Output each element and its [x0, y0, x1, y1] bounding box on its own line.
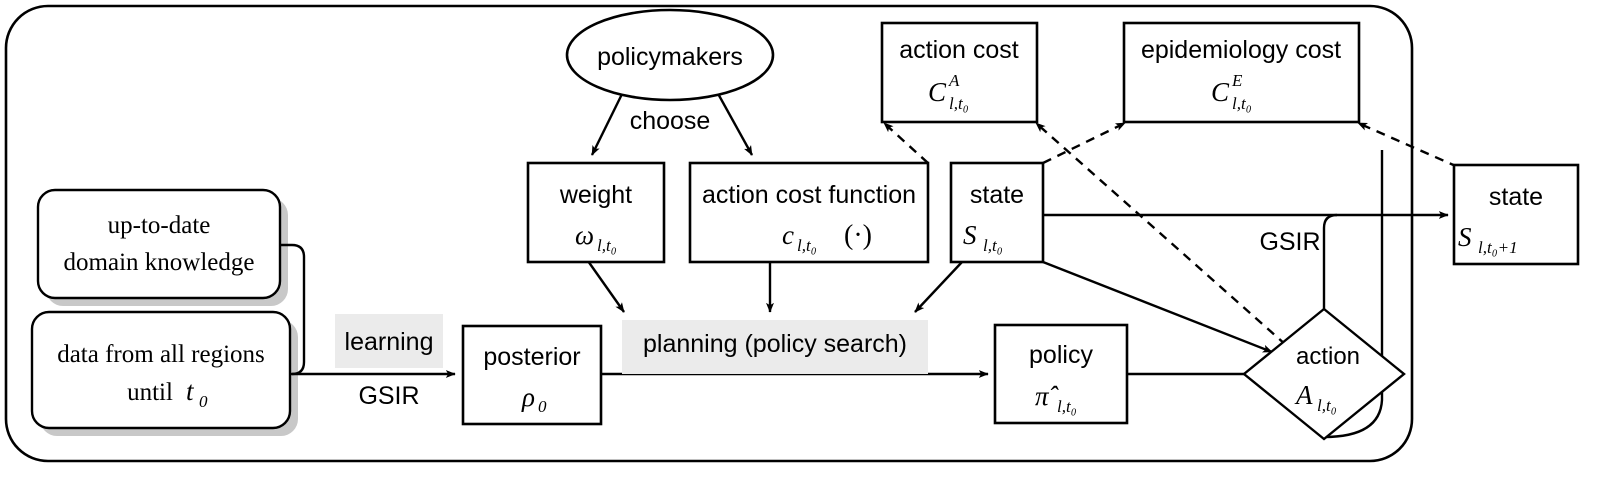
action-symbol-sub: l,t₀	[1317, 396, 1337, 415]
edge-policymakers-to-acf	[714, 89, 754, 156]
planning-band	[622, 320, 928, 374]
node-policymakers: policymakers	[565, 8, 775, 102]
state-next-symbol: S	[1458, 222, 1472, 252]
learning-edge-label: GSIR	[358, 382, 419, 410]
state-next-symbol-sub: l,t₀+1	[1478, 238, 1518, 257]
node-action: action A l,t₀	[1242, 307, 1406, 441]
gray-bands	[335, 314, 928, 374]
action-cost-symbol-sub: l,t₀	[949, 94, 969, 113]
policy-label: policy	[1029, 341, 1093, 369]
acf-symbol-sub: l,t₀	[797, 236, 817, 255]
choose-label: choose	[630, 107, 711, 135]
action-symbol: A	[1294, 380, 1313, 410]
node-up-to-date-domain-knowledge: up-to-date domain knowledge	[36, 188, 282, 300]
edge-nextstate-to-epicost	[1357, 121, 1459, 169]
outer-rounded-container	[4, 4, 1414, 463]
knowledge-line-2: domain knowledge	[64, 249, 255, 276]
state-t0-symbol-sub: l,t₀	[983, 236, 1003, 255]
acf-label: action cost function	[702, 181, 916, 209]
edge-acf-to-actioncost	[883, 122, 929, 164]
action-cost-label: action cost	[899, 36, 1019, 64]
policymakers-label: policymakers	[597, 43, 743, 71]
node-epidemiology-cost: epidemiology cost C E l,t₀	[1122, 21, 1361, 124]
weight-symbol: ω	[575, 220, 594, 250]
planning-label: planning (policy search)	[643, 330, 907, 358]
node-data-from-all-regions: data from all regions until t 0	[30, 310, 292, 430]
edge-state-to-epicost	[1042, 121, 1126, 165]
learning-band	[335, 314, 443, 368]
transition-edge-label: GSIR	[1259, 228, 1320, 256]
posterior-symbol-sub: 0	[538, 397, 547, 416]
acf-symbol: c	[782, 220, 794, 250]
data-line-1: data from all regions	[57, 341, 265, 368]
edge-action-to-actioncost	[1035, 122, 1287, 346]
state-t0-symbol: S	[963, 220, 977, 250]
data-symbol-sub: 0	[199, 392, 208, 411]
data-symbol: t	[186, 376, 195, 406]
node-action-cost-function: action cost function c l,t₀ (·)	[688, 161, 930, 264]
edge-policymakers-to-weight	[590, 89, 626, 156]
learning-label: learning	[345, 328, 434, 356]
node-action-cost: action cost C A l,t₀	[880, 21, 1039, 124]
epi-cost-symbol: C	[1211, 77, 1230, 107]
epi-cost-symbol-sub: l,t₀	[1232, 94, 1252, 113]
node-policy: policy π̂ l,t₀	[993, 323, 1129, 425]
edge-state-to-planning	[914, 261, 963, 313]
node-state-t0-plus-1: state S l,t₀+1	[1452, 163, 1580, 266]
state-next-label: state	[1489, 183, 1543, 211]
state-t0-label: state	[970, 181, 1024, 209]
weight-label: weight	[559, 181, 632, 209]
edge-knowledge-to-learning	[281, 243, 306, 376]
action-cost-symbol: C	[928, 77, 947, 107]
posterior-label: posterior	[483, 343, 580, 371]
knowledge-line-1: up-to-date	[108, 212, 211, 239]
action-label: action	[1296, 343, 1360, 370]
posterior-symbol: ρ	[521, 382, 535, 412]
node-state-t0: state S l,t₀	[949, 161, 1045, 264]
data-line-2: until	[127, 379, 173, 406]
epi-cost-symbol-sup: E	[1231, 71, 1243, 90]
edge-action-to-transition	[1322, 213, 1338, 311]
policy-symbol-sub: l,t₀	[1057, 397, 1077, 416]
weight-symbol-sub: l,t₀	[597, 236, 617, 255]
acf-symbol-arg: (·)	[844, 220, 872, 251]
action-cost-symbol-sup: A	[948, 71, 960, 90]
dashed-edges	[883, 121, 1459, 346]
edge-state-to-action	[1042, 260, 1273, 354]
node-posterior: posterior ρ 0	[461, 324, 603, 426]
epi-cost-label: epidemiology cost	[1141, 36, 1341, 64]
edge-weight-to-planning	[587, 260, 625, 313]
edge-action-loop	[1323, 150, 1384, 439]
node-weight: weight ω l,t₀	[526, 161, 666, 264]
